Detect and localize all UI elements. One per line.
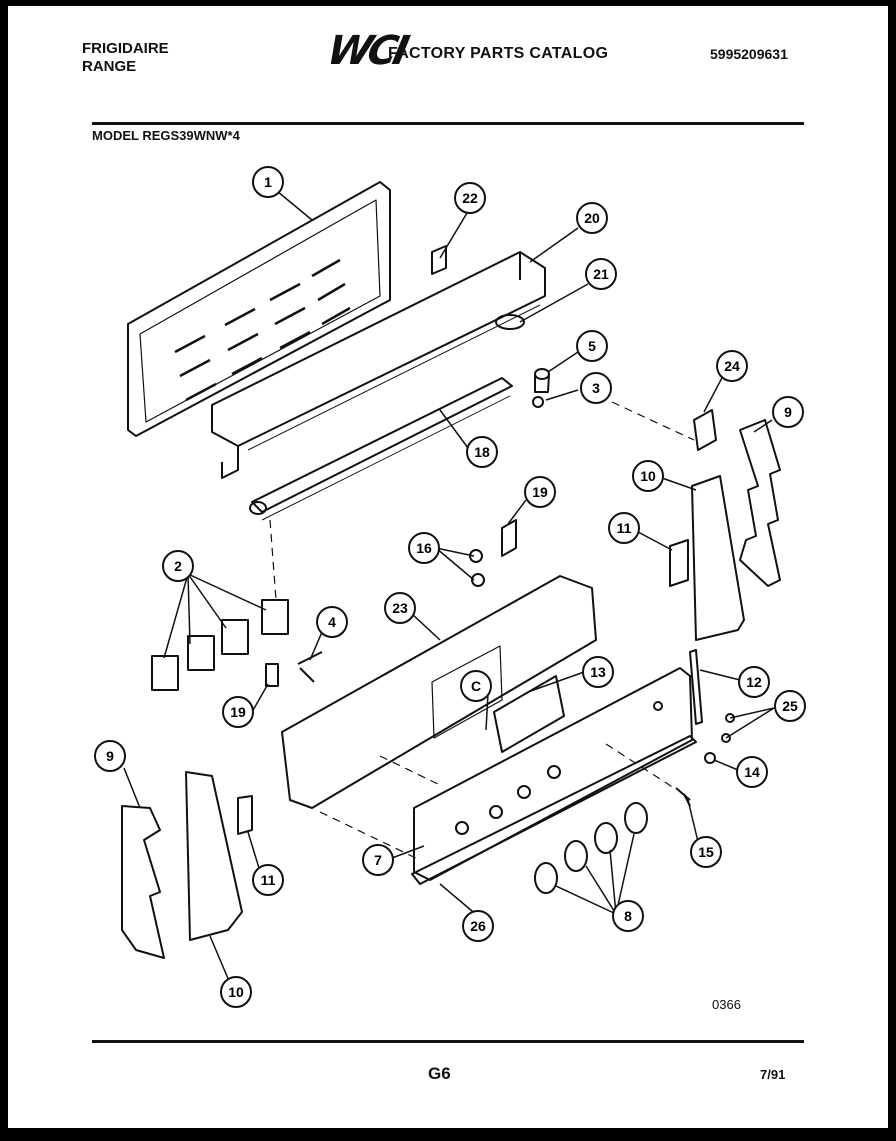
callout-25: 25 xyxy=(774,690,806,722)
svg-text:11: 11 xyxy=(261,872,276,888)
part-screws xyxy=(675,713,735,807)
part-infinite-switches xyxy=(151,599,289,691)
callout-10-left: 10 xyxy=(220,976,252,1008)
assembly-lines xyxy=(269,401,695,861)
callout-3: 3 xyxy=(580,372,612,404)
callout-16: 16 xyxy=(408,532,440,564)
svg-text:4: 4 xyxy=(328,614,336,630)
page-code: G6 xyxy=(428,1064,451,1083)
svg-text:7: 7 xyxy=(374,852,382,868)
part-trim-strip-26 xyxy=(411,735,697,885)
svg-text:16: 16 xyxy=(416,540,432,556)
callout-13: 13 xyxy=(582,656,614,688)
catalog-sheet xyxy=(8,6,888,1128)
svg-text:9: 9 xyxy=(106,748,114,764)
part-clip-11-left xyxy=(237,795,253,835)
svg-text:24: 24 xyxy=(724,358,740,374)
callout-14: 14 xyxy=(736,756,768,788)
svg-text:15: 15 xyxy=(698,844,714,860)
callout-7: 7 xyxy=(362,844,394,876)
part-fluorescent-tube xyxy=(249,377,513,521)
part-clock-13 xyxy=(493,675,565,753)
part-end-cap-left xyxy=(185,771,243,941)
callout-20: 20 xyxy=(576,202,608,234)
part-control-panel-face-7 xyxy=(413,667,693,881)
svg-text:C: C xyxy=(471,678,481,694)
svg-text:11: 11 xyxy=(617,520,632,536)
part-number: 5995209631 xyxy=(710,46,788,62)
svg-text:26: 26 xyxy=(470,918,486,934)
callout-9-left: 9 xyxy=(94,740,126,772)
part-backguard-glass xyxy=(127,181,391,437)
svg-text:25: 25 xyxy=(782,698,798,714)
part-bracket-22 xyxy=(431,245,447,275)
svg-text:14: 14 xyxy=(744,764,760,780)
svg-text:9: 9 xyxy=(784,404,792,420)
callout-22: 22 xyxy=(454,182,486,214)
part-control-housing xyxy=(211,251,546,479)
svg-text:23: 23 xyxy=(392,600,408,616)
svg-text:12: 12 xyxy=(746,674,762,690)
brand-name: FRIGIDAIRE xyxy=(82,40,169,57)
callout-21: 21 xyxy=(585,258,617,290)
svg-text:18: 18 xyxy=(474,444,490,460)
drawing-number: 0366 xyxy=(712,997,741,1012)
svg-text:3: 3 xyxy=(592,380,600,396)
catalog-title: FACTORY PARTS CATALOG xyxy=(388,45,609,62)
svg-text:2: 2 xyxy=(174,558,182,574)
svg-text:8: 8 xyxy=(624,908,632,924)
callout-4: 4 xyxy=(316,606,348,638)
callout-1: 1 xyxy=(252,166,284,198)
callout-2: 2 xyxy=(162,550,194,582)
callout-26: 26 xyxy=(462,910,494,942)
part-clip-11-right xyxy=(669,539,689,587)
part-spacer-16 xyxy=(469,549,485,587)
part-socket-starter xyxy=(495,314,550,408)
svg-text:19: 19 xyxy=(230,704,246,720)
callout-9-right: 9 xyxy=(772,396,804,428)
svg-text:20: 20 xyxy=(584,210,600,226)
revision-date: 7/91 xyxy=(760,1067,786,1082)
part-clip-19-upper xyxy=(501,519,517,557)
part-bracket-24 xyxy=(693,409,717,451)
callout-12: 12 xyxy=(738,666,770,698)
callout-11-left: 11 xyxy=(252,864,284,896)
callout-19-upper: 19 xyxy=(524,476,556,508)
svg-text:13: 13 xyxy=(590,664,606,680)
part-clip-19-lower xyxy=(265,663,279,687)
svg-text:10: 10 xyxy=(228,984,244,1000)
svg-text:1: 1 xyxy=(264,174,272,190)
product-type: RANGE xyxy=(82,58,137,75)
brand-block: FRIGIDAIRE RANGE xyxy=(82,40,169,76)
callout-18: 18 xyxy=(466,436,498,468)
callout-c: C xyxy=(460,670,492,702)
part-side-trim-left xyxy=(121,805,165,959)
callout-11-right: 11 xyxy=(608,512,640,544)
callout-19-lower: 19 xyxy=(222,696,254,728)
callout-24: 24 xyxy=(716,350,748,382)
callout-15: 15 xyxy=(690,836,722,868)
part-strip-12 xyxy=(689,649,703,725)
model-number: MODEL REGS39WNW*4 xyxy=(92,128,240,143)
callout-8: 8 xyxy=(612,900,644,932)
part-side-trim-right xyxy=(739,419,781,587)
svg-text:21: 21 xyxy=(593,266,609,282)
part-terminal-4 xyxy=(297,651,323,683)
callout-5: 5 xyxy=(576,330,608,362)
header-rule xyxy=(92,122,804,125)
callout-10-right: 10 xyxy=(632,460,664,492)
part-control-panel-23 xyxy=(281,575,597,809)
svg-text:5: 5 xyxy=(588,338,596,354)
callout-23: 23 xyxy=(384,592,416,624)
svg-text:19: 19 xyxy=(532,484,548,500)
callouts: 1 22 20 21 5 3 18 24 9 10 19 11 16 2 4 2… xyxy=(94,166,806,1008)
svg-text:22: 22 xyxy=(462,190,478,206)
leader-lines xyxy=(123,181,775,989)
part-end-cap-right xyxy=(691,475,745,641)
svg-text:10: 10 xyxy=(640,468,656,484)
part-knobs xyxy=(534,802,648,894)
footer-rule xyxy=(92,1040,804,1043)
